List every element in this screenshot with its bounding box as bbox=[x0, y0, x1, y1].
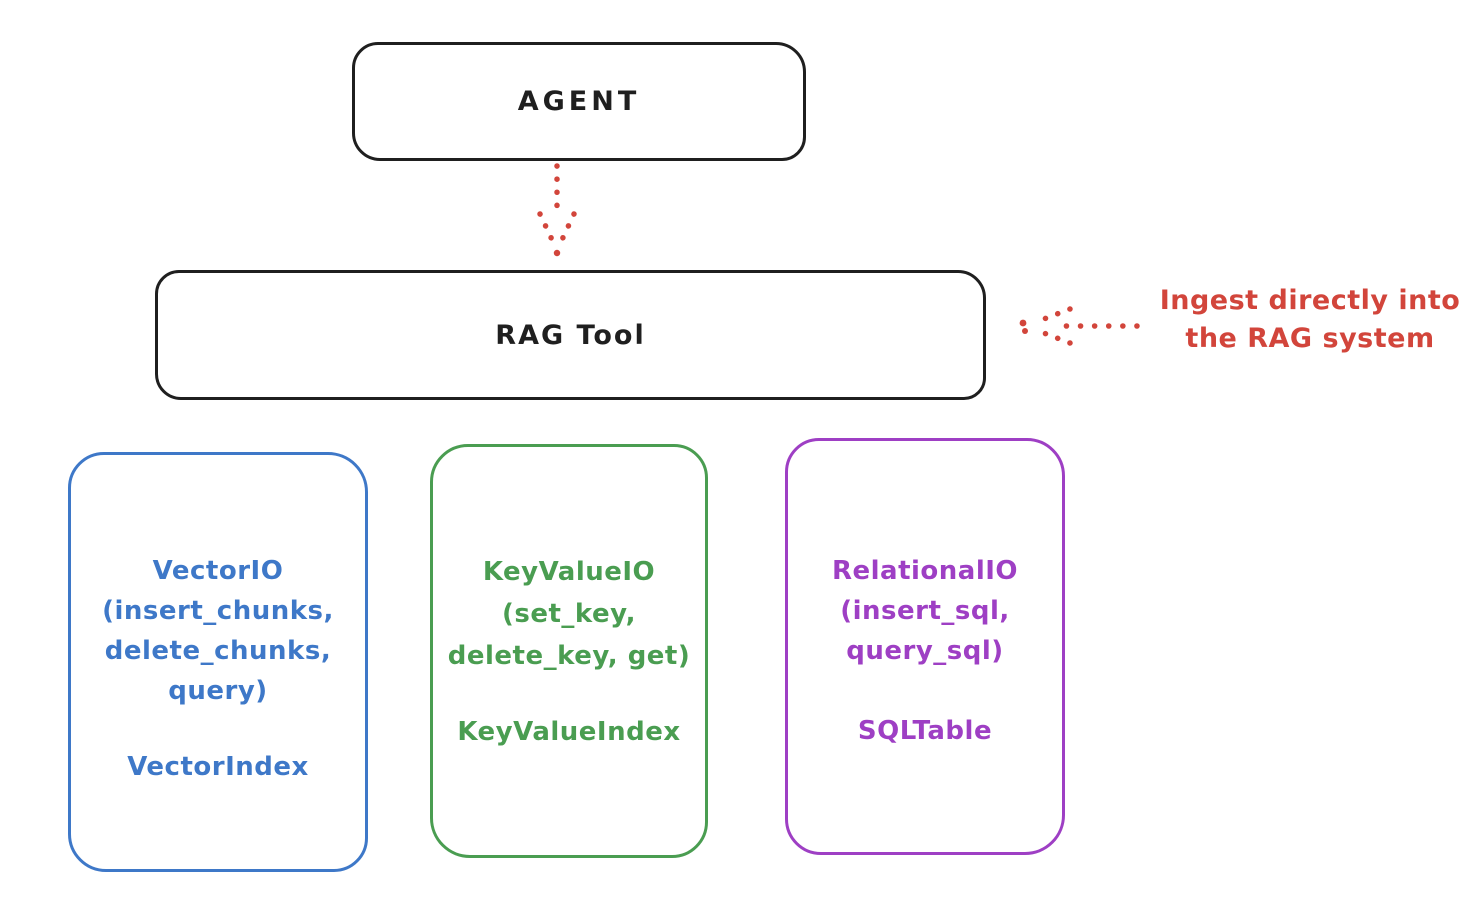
sql-table-label: SQLTable bbox=[857, 716, 993, 746]
keyvalue-io-title: KeyValueIO bbox=[482, 557, 656, 587]
ingest-annotation-line-2: the RAG system bbox=[1185, 323, 1435, 354]
relational-io-method-line: query_sql) bbox=[846, 636, 1004, 666]
relational-io-method-line: (insert_sql, bbox=[840, 596, 1010, 626]
keyvalue-index-label: KeyValueIndex bbox=[457, 717, 681, 747]
vector-io-box: VectorIO (insert_chunks, delete_chunks, … bbox=[68, 452, 368, 872]
agent-to-rag-arrow-icon bbox=[537, 163, 577, 257]
ingest-annotation-line-1: Ingest directly into bbox=[1159, 285, 1461, 316]
vector-io-method-line: delete_chunks, bbox=[104, 636, 332, 666]
keyvalue-io-box: KeyValueIO (set_key, delete_key, get) Ke… bbox=[430, 444, 708, 858]
rag-tool-box: RAG Tool bbox=[155, 270, 986, 400]
ingest-annotation: Ingest directly into the RAG system bbox=[1135, 282, 1484, 358]
vector-io-title: VectorIO bbox=[152, 556, 284, 586]
agent-box: AGENT bbox=[352, 42, 806, 161]
agent-label: AGENT bbox=[517, 86, 641, 117]
vector-index-label: VectorIndex bbox=[127, 752, 309, 782]
vector-io-method-line: query) bbox=[168, 676, 268, 706]
vector-io-method-line: (insert_chunks, bbox=[102, 596, 334, 626]
keyvalue-io-method-line: (set_key, bbox=[502, 599, 636, 629]
relational-io-box: RelationalIO (insert_sql, query_sql) SQL… bbox=[785, 438, 1065, 855]
ingest-arrow-icon bbox=[1019, 306, 1140, 346]
relational-io-title: RelationalIO bbox=[831, 556, 1019, 586]
rag-tool-label: RAG Tool bbox=[495, 319, 646, 351]
keyvalue-io-method-line: delete_key, get) bbox=[447, 641, 691, 671]
